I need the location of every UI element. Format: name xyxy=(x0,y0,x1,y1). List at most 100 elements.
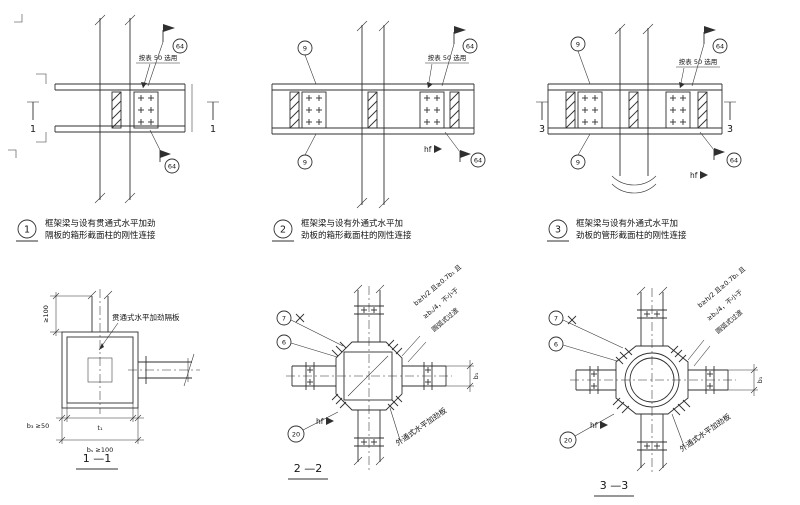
ref-number: 6 xyxy=(554,341,558,349)
ref-callout-bottom: 9 xyxy=(570,133,591,170)
corner-hatch xyxy=(331,339,403,411)
dim-text: b₁ xyxy=(756,376,764,383)
weld-callout-top: 64 xyxy=(441,26,478,87)
weld-callout-bottom: 64 xyxy=(444,131,486,168)
beam-right xyxy=(688,366,729,394)
arrow-right-icon xyxy=(326,417,334,425)
corner-hatch xyxy=(612,345,691,416)
arrowhead-icon xyxy=(427,82,433,88)
section-number: 3 xyxy=(727,124,733,135)
title-text: 2 —2 xyxy=(294,462,323,475)
weld-flag-icon xyxy=(454,26,466,34)
caption-line: 隔板的箱形截面柱的刚性连接 xyxy=(45,230,156,241)
weld-flag-icon xyxy=(704,26,716,34)
ref-number: 20 xyxy=(292,431,300,439)
section-number: 1 xyxy=(30,124,36,135)
dim-text: b₁ xyxy=(472,372,480,379)
corner-mark xyxy=(14,14,23,23)
ref-callout-20: 20 xyxy=(559,413,615,449)
caption-line: 劲板的管形截面柱的刚性连接 xyxy=(576,230,687,241)
section-cut-mark-left: 1 xyxy=(27,101,39,135)
hf-text: hf xyxy=(316,417,324,426)
ref-number: 6 xyxy=(282,339,286,347)
caption-line: 框架梁与设有外通式水平加 xyxy=(301,218,403,229)
box-column xyxy=(356,20,390,209)
diagonal-notes: b≥h/2 且≥0.7b₁ 且 ≥bₛ/4，不小于 圆弧式过渡 xyxy=(401,263,463,363)
arrow-right-icon xyxy=(700,171,708,179)
detail-3-drawing: 3 3 9 9 按表 50 选用 64 xyxy=(536,23,742,242)
beam-above xyxy=(87,290,113,332)
detail-number: 2 xyxy=(280,225,286,236)
table-note: 按表 50 选用 xyxy=(136,53,180,89)
section-number: 1 xyxy=(210,124,216,135)
dimension-left: ≥100 xyxy=(42,292,92,336)
detail-2-drawing: 9 9 按表 50 选用 64 64 hf xyxy=(271,20,486,242)
weld-callout-bottom: 64 xyxy=(699,131,742,168)
box-column xyxy=(94,14,136,204)
dim-text: t₁ xyxy=(97,424,103,432)
ref-number: 7 xyxy=(282,315,286,323)
detail-number: 3 xyxy=(555,225,561,236)
caption-2: 2 框架梁与设有外通式水平加 劲板的箱形截面柱的刚性连接 xyxy=(272,218,412,242)
beam-flanges xyxy=(547,83,723,135)
ref-callout-top: 9 xyxy=(297,40,317,85)
arrow-right-icon xyxy=(600,421,608,429)
section-title: 3 —3 xyxy=(594,479,634,497)
ref-number: 9 xyxy=(576,159,580,167)
caption-1: 1 框架梁与设有贯通式水平加劲 隔板的箱形截面柱的刚性连接 xyxy=(16,218,156,242)
label-text: 外通式水平加劲板 xyxy=(677,411,732,454)
weld-flag-icon xyxy=(160,150,171,158)
table-note: 按表 50 选用 xyxy=(676,57,720,89)
section-3-3-drawing: 7 6 b≥h/2 且≥0.7b₁ 且 ≥bₛ/4，不小于 圆弧式过渡 b₁ 2… xyxy=(548,265,764,497)
caption-3: 3 框架梁与设有外通式水平加 劲板的管形截面柱的刚性连接 xyxy=(547,218,687,242)
ref-callout-7: 7 xyxy=(548,310,624,349)
detail-number: 1 xyxy=(24,225,30,236)
caption-line: 框架梁与设有贯通式水平加劲 xyxy=(45,218,156,229)
beam-bottom xyxy=(353,410,385,466)
ref-callout-top: 9 xyxy=(570,36,591,85)
weld-ref: 64 xyxy=(730,157,738,165)
caption-line: 劲板的箱形截面柱的刚性连接 xyxy=(301,230,412,241)
weld-ref: 64 xyxy=(716,43,724,51)
weld-flag-icon xyxy=(460,150,471,158)
corner-mark xyxy=(36,132,47,143)
ref-callout-6: 6 xyxy=(276,334,338,358)
section-cut-mark-right: 3 xyxy=(724,101,736,135)
diaphragm-label: 外通式水平加劲板 xyxy=(389,405,449,448)
section-number: 3 xyxy=(539,124,545,135)
weld-flag-icon xyxy=(163,24,175,32)
section-title: 2 —2 xyxy=(288,462,328,480)
label-text: 贯通式水平加劲隔板 xyxy=(112,312,180,322)
beam-left xyxy=(575,366,616,394)
section-cut-mark-right: 1 xyxy=(207,101,219,135)
table-note-text: 按表 50 选用 xyxy=(428,53,466,62)
beam-flanges xyxy=(54,83,193,133)
ref-callout-7: 7 xyxy=(276,310,344,347)
dim-text: b₃ ≥50 xyxy=(27,422,50,430)
ref-number: 9 xyxy=(303,45,307,53)
ref-number: 7 xyxy=(554,315,558,323)
diaphragm-label: 贯通式水平加劲隔板 xyxy=(98,312,180,351)
detail-1-drawing: 1 1 按表 50 选用 64 64 1 框架梁与设有贯通式 xyxy=(8,14,219,242)
weld-x-mark xyxy=(295,313,305,323)
web-splice-plate xyxy=(111,92,158,128)
table-note-text: 按表 50 选用 xyxy=(679,57,717,66)
beam-left xyxy=(291,362,336,390)
box-column-plan xyxy=(61,331,139,409)
hf-text: hf xyxy=(590,421,598,430)
dimension-bottom: b₃ ≥50 t₁ bₛ ≥100 xyxy=(27,403,144,454)
hf-text: hf xyxy=(424,145,432,154)
diagonal-notes: b≥h/2 且≥0.7b₁ 且 ≥bₛ/4，不小于 圆弧式过渡 xyxy=(687,265,747,367)
hf-label: hf xyxy=(590,421,608,430)
dimension-b1: b₁ xyxy=(446,360,480,392)
arrowhead-icon xyxy=(141,82,147,88)
splice-plates xyxy=(565,92,708,128)
hf-label: hf xyxy=(424,145,442,154)
weld-ref: 64 xyxy=(176,43,184,51)
hf-label: hf xyxy=(316,417,334,426)
arrow-right-icon xyxy=(434,145,442,153)
pipe-column xyxy=(611,23,657,194)
hf-label: hf xyxy=(690,171,708,180)
arrowhead-icon xyxy=(99,343,104,350)
